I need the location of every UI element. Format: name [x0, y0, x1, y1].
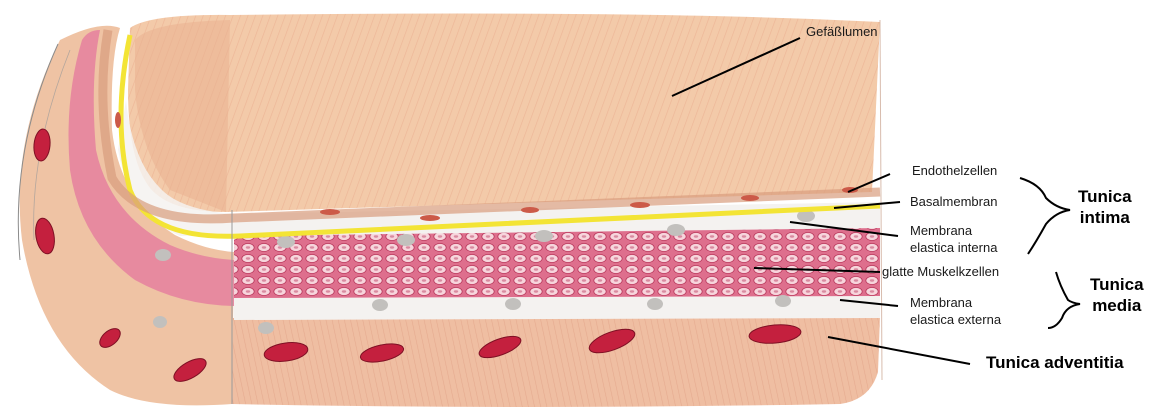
label-muscle: glatte Muskelkzellen	[882, 264, 999, 280]
group-tunica-intima: Tunica intima	[1078, 186, 1132, 228]
label-basal: Basalmembran	[910, 194, 997, 210]
label-membrana-interna-line2: elastica interna	[910, 239, 997, 256]
group-intima-line2: intima	[1078, 207, 1132, 228]
tunica-media-layer	[234, 228, 880, 298]
group-media-line2: media	[1090, 295, 1144, 316]
media-brace	[1048, 272, 1080, 328]
label-membrana-interna-line1: Membrana	[910, 222, 997, 239]
label-membrana-externa-line1: Membrana	[910, 294, 1001, 311]
group-intima-line1: Tunica	[1078, 186, 1132, 207]
lumen-region	[128, 14, 880, 212]
label-membrana-externa: Membrana elastica externa	[910, 294, 1001, 328]
group-media-line1: Tunica	[1090, 274, 1144, 295]
label-membrana-externa-line2: elastica externa	[910, 311, 1001, 328]
label-membrana-interna: Membrana elastica interna	[910, 222, 997, 256]
label-lumen: Gefäßlumen	[806, 24, 878, 40]
group-tunica-media: Tunica media	[1090, 274, 1144, 316]
intima-brace	[1020, 178, 1070, 254]
group-tunica-adventitia: Tunica adventitia	[986, 352, 1124, 373]
label-endothel: Endothelzellen	[912, 163, 997, 179]
